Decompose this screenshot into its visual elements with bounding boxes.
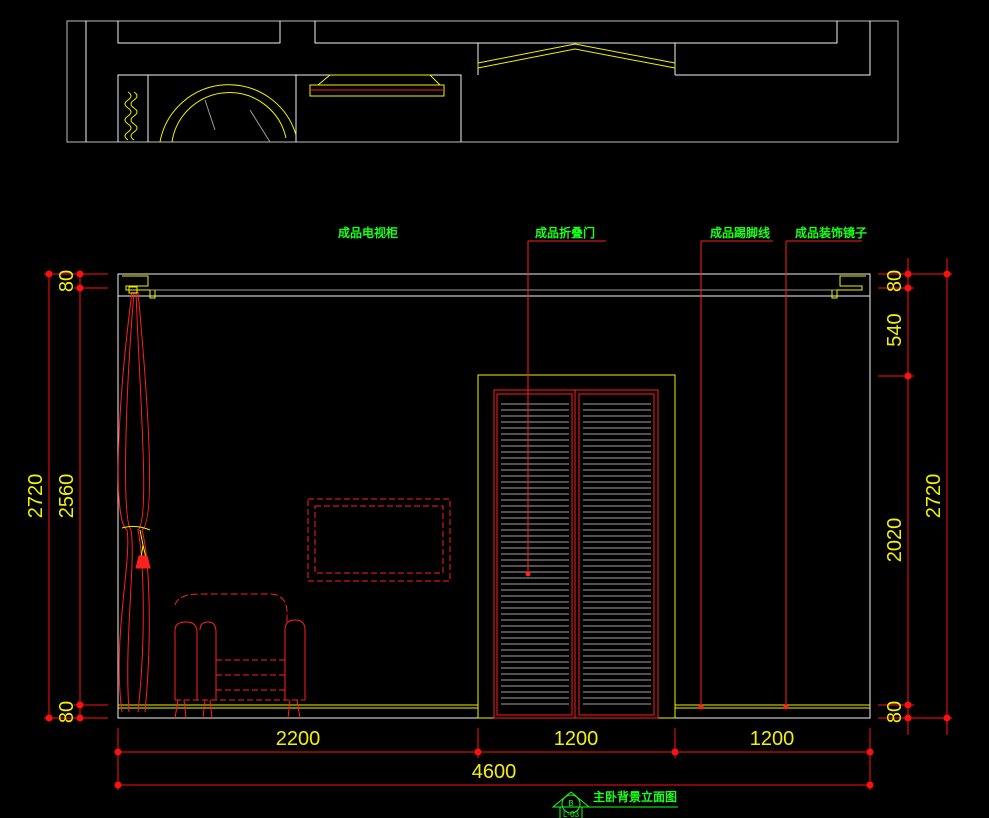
leader-mirror [785,240,862,707]
right-dimension-lines [878,258,952,735]
tv-panel [307,498,451,582]
plan-round-chair [159,84,297,143]
dim-left-node [76,270,84,278]
dim-right-node [904,270,912,278]
dim-right-node [943,270,951,278]
title-tag-circle [561,794,581,814]
dim-right-80-bottom: 80 [884,701,906,723]
dim-right-extensions [878,273,952,719]
dim-right-80-top: 80 [884,270,906,292]
dim-bottom-node [866,781,874,789]
door-frame-inner [493,389,659,719]
armchair-back [174,593,288,622]
dim-left-node [45,714,53,722]
callout-skirting: 成品踢脚线 [710,225,770,240]
leader-folding-door-dot [525,571,531,577]
plan-view [66,20,899,143]
armchair-arm-left [174,621,217,700]
dim-bottom-node [866,748,874,756]
door-leaf-left [496,393,573,716]
plan-folding-door [477,43,676,69]
dim-right-node [904,372,912,380]
drawing-title-block: B L-03 主卧背景立面图 [551,789,678,818]
dim-left-80-bottom: 80 [56,701,78,723]
dim-bottom-node [671,748,679,756]
drawing-title: 主卧背景立面图 [593,789,677,804]
callout-leaders [525,240,862,710]
plan-outer-frame [66,20,899,143]
curtain-tieback [121,525,151,559]
curtain-tassel [135,555,151,569]
callout-tv-cabinet: 成品电视柜 [338,225,398,240]
door-louvers [501,403,651,705]
dim-left-80-top: 80 [56,270,78,292]
armchair-legs [174,699,301,719]
dim-left-node [45,270,53,278]
dim-right-540: 540 [884,313,906,346]
dim-left-node [76,701,84,709]
leader-skirting [700,240,773,707]
dim-bottom-2200: 2200 [276,728,321,750]
dim-bottom-1200-b: 1200 [750,728,795,750]
title-tag-letter: B [568,799,573,808]
dim-left-node [76,714,84,722]
curtain [117,286,151,713]
dim-bottom-4600: 4600 [472,761,517,783]
left-dimension-lines [44,270,108,722]
armchair-arm-right [284,619,306,700]
plan-wall-outline [85,21,871,142]
door-leaf-right [578,393,655,716]
dim-left-2720: 2720 [25,474,47,519]
plan-curtain [124,91,138,141]
dim-left-2560: 2560 [56,474,78,519]
folding-door [477,374,676,719]
title-tag-symbol [551,791,591,818]
curtain-folds [117,291,151,713]
dim-right-node [904,701,912,709]
dim-bottom-extensions [117,728,871,790]
plan-chair-detail [204,99,271,143]
dim-bottom-node [114,781,122,789]
dim-right-node [904,284,912,292]
leader-folding-door [527,240,606,574]
skirting-right [675,704,870,709]
tv-panel-outer [307,498,451,582]
dim-right-node [943,714,951,722]
callout-folding-door: 成品折叠门 [535,225,595,240]
leader-skirting-dot [698,704,704,710]
curtain-hook [128,286,138,294]
tv-panel-inner [314,505,444,574]
dim-left-node [76,284,84,292]
dim-left-extensions [44,273,108,719]
armchair [174,593,306,719]
door-frame-outer [477,374,676,719]
title-tag-sheet: L-03 [563,810,580,818]
bottom-dimension-lines [114,728,874,790]
plan-tv-cabinet [309,74,445,97]
callout-mirror: 成品装饰镜子 [795,225,867,240]
dim-bottom-node [114,748,122,756]
cornice-left [122,275,156,299]
dim-right-node [904,714,912,722]
dim-bottom-node [474,748,482,756]
cornice-right [831,275,866,299]
dim-right-2720: 2720 [923,474,945,519]
dim-bottom-1200-a: 1200 [554,728,599,750]
dim-right-2020: 2020 [884,518,906,563]
leader-mirror-dot [783,704,789,710]
